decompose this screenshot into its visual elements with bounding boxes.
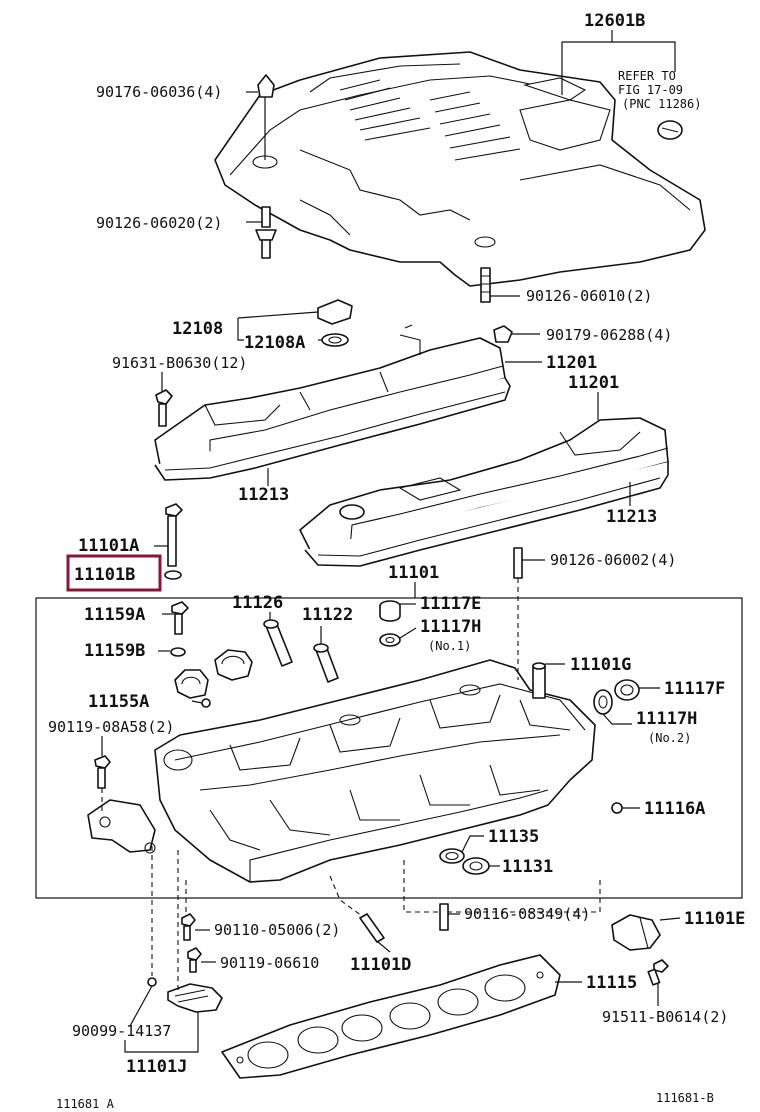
label-90110-05006: 90110-05006(2) xyxy=(214,921,340,939)
valve-guide-11126[interactable] xyxy=(263,619,293,667)
gasket-11135[interactable] xyxy=(439,848,465,864)
refer-part-11286[interactable] xyxy=(657,120,683,140)
grommet-90176[interactable] xyxy=(257,74,275,98)
label-no1: (No.1) xyxy=(428,639,471,653)
bolt-11101A[interactable] xyxy=(165,503,183,567)
label-12108A: 12108A xyxy=(244,333,305,353)
label-11126: 11126 xyxy=(232,593,283,613)
valve-cover-11201-right[interactable] xyxy=(299,417,669,567)
label-11115: 11115 xyxy=(586,973,637,993)
label-11131: 11131 xyxy=(502,857,553,877)
washer-11116A[interactable] xyxy=(611,802,623,814)
valve-guide-11122[interactable] xyxy=(313,643,339,683)
tube-11101G[interactable] xyxy=(532,662,546,699)
label-11135: 11135 xyxy=(488,827,539,847)
label-no2: (No.2) xyxy=(648,731,691,745)
label-11101D: 11101D xyxy=(350,955,411,975)
bolt-91511-B0614[interactable] xyxy=(647,959,669,986)
label-90119-08A58: 90119-08A58(2) xyxy=(48,718,174,736)
label-refer-line1: REFER TO xyxy=(618,69,676,83)
cylinder-head-11101[interactable] xyxy=(154,659,596,883)
part-labels: 12601B REFER TO FIG 17-09 (PNC 11286) 90… xyxy=(48,11,745,1111)
plug-11117F[interactable] xyxy=(614,679,640,701)
label-90126-06010: 90126-06010(2) xyxy=(526,287,652,305)
bearing-cap-right[interactable] xyxy=(214,649,253,681)
label-91631: 91631-B0630(12) xyxy=(112,354,247,372)
nut-90179[interactable] xyxy=(493,325,513,343)
oil-filler-cap-12108[interactable] xyxy=(317,299,353,347)
sensor-11101J[interactable] xyxy=(167,983,223,1013)
highlight-box-11101B xyxy=(66,554,162,592)
label-11117E: 11117E xyxy=(420,594,481,614)
plug-11117H-no1[interactable] xyxy=(379,633,401,647)
label-12108: 12108 xyxy=(172,319,223,339)
figure-code-B: 111681-B xyxy=(656,1091,714,1105)
label-11116A: 11116A xyxy=(644,799,705,819)
label-11201-right: 11201 xyxy=(568,373,619,393)
stud-90116-08349[interactable] xyxy=(439,903,449,931)
label-90126-06002: 90126-06002(4) xyxy=(550,551,676,569)
ring-11155A[interactable] xyxy=(201,698,211,708)
stud-90126-06020[interactable] xyxy=(255,206,277,259)
label-11159A: 11159A xyxy=(84,605,145,625)
label-11122: 11122 xyxy=(302,605,353,625)
bolt-90119-06610[interactable] xyxy=(187,947,202,973)
gasket-11131[interactable] xyxy=(462,857,490,875)
label-refer-line3: (PNC 11286) xyxy=(622,97,701,111)
label-90179: 90179-06288(4) xyxy=(546,326,672,344)
stud-11101D[interactable] xyxy=(359,913,385,943)
bearing-cap-left[interactable] xyxy=(174,669,209,699)
label-11101E: 11101E xyxy=(684,909,745,929)
label-90116-08349: 90116-08349(4) xyxy=(464,905,590,923)
label-12601B: 12601B xyxy=(584,11,645,31)
label-11117H-no2: 11117H xyxy=(636,709,697,729)
bolt-90110-05006[interactable] xyxy=(181,913,196,941)
plug-11117E[interactable] xyxy=(379,600,401,622)
label-11159B: 11159B xyxy=(84,641,145,661)
bolt-90119-08A58[interactable] xyxy=(94,755,111,789)
stud-90126-06010[interactable] xyxy=(480,267,491,303)
washer-11159B[interactable] xyxy=(170,647,186,657)
stud-90126-06002[interactable] xyxy=(513,547,523,579)
label-11101B: 11101B xyxy=(74,565,135,585)
label-90176: 90176-06036(4) xyxy=(96,83,222,101)
label-11213-left: 11213 xyxy=(238,485,289,505)
label-11201-left: 11201 xyxy=(546,353,597,373)
label-11117F: 11117F xyxy=(664,679,725,699)
label-91511-B0614: 91511-B0614(2) xyxy=(602,1008,728,1026)
label-11101: 11101 xyxy=(388,563,439,583)
engine-cover-12601B[interactable] xyxy=(214,51,706,287)
figure-code-A: 111681 A xyxy=(56,1097,115,1111)
label-11155A: 11155A xyxy=(88,692,149,712)
leader-lines xyxy=(101,30,681,1053)
ring-90099-14137[interactable] xyxy=(147,977,157,987)
plug-11117H-no2[interactable] xyxy=(593,689,613,715)
bracket-left[interactable] xyxy=(87,799,156,854)
label-90126-06020: 90126-06020(2) xyxy=(96,214,222,232)
bolt-11159A[interactable] xyxy=(171,601,189,635)
label-11101A: 11101A xyxy=(78,536,139,556)
bolt-91631[interactable] xyxy=(155,389,173,427)
valve-cover-11201-left[interactable] xyxy=(154,324,511,481)
cylinder-head-box xyxy=(35,597,743,899)
label-11101J: 11101J xyxy=(126,1057,187,1077)
head-gasket-11115[interactable] xyxy=(221,954,561,1079)
label-90099-14137: 90099-14137 xyxy=(72,1022,171,1040)
label-refer-line2: FIG 17-09 xyxy=(618,83,683,97)
sensor-11101E[interactable] xyxy=(611,914,661,951)
label-11213-right: 11213 xyxy=(606,507,657,527)
label-90119-06610: 90119-06610 xyxy=(220,954,319,972)
label-11101G: 11101G xyxy=(570,655,631,675)
label-11117H-no1: 11117H xyxy=(420,617,481,637)
washer-11101B[interactable] xyxy=(164,570,182,580)
